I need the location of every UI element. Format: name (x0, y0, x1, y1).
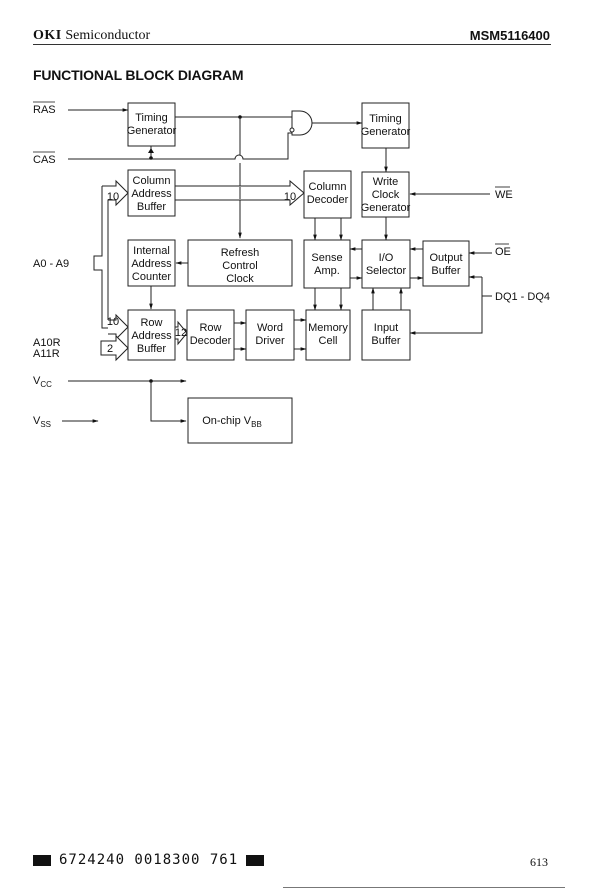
bus-width-label: 10 (107, 316, 119, 328)
block-label: Clock (226, 273, 254, 285)
block-label: Buffer (137, 201, 166, 213)
block-label: Amp. (314, 265, 340, 277)
and-gate (291, 110, 313, 136)
wire-address-bus-outer (93, 186, 112, 329)
block-label: Buffer (431, 265, 460, 277)
block-column-decoder: Column Decoder (303, 170, 352, 219)
page-title: FUNCTIONAL BLOCK DIAGRAM (33, 67, 244, 83)
signal-we: WE (495, 189, 513, 201)
block-label: Row (199, 322, 221, 334)
block-label: Generator (361, 202, 411, 214)
block-label: Address (131, 258, 172, 270)
block-label: Address (131, 330, 172, 342)
block-input-buffer: Input Buffer (361, 309, 411, 361)
signal-cas: CAS (33, 154, 56, 166)
block-label: I/O (379, 252, 394, 264)
block-word-driver: Word Driver (245, 309, 295, 361)
block-label: Timing (135, 112, 168, 124)
block-label: Clock (372, 189, 400, 201)
block-label: Decoder (190, 335, 232, 347)
block-label: Column (133, 175, 171, 187)
vbb-label: On-chip V (202, 415, 252, 427)
footer-rule (283, 887, 565, 888)
vss-label: V (33, 415, 41, 427)
signal-oe: OE (495, 246, 511, 258)
brand-logo: OKI (33, 28, 62, 43)
junction-dot (149, 156, 153, 160)
vcc-subscript: CC (40, 380, 52, 389)
brand-suffix: Semiconductor (65, 28, 151, 43)
block-write-clock-generator: Write Clock Generator (361, 171, 411, 218)
signal-a11r: A11R (33, 348, 60, 360)
bus-width-label: 10 (107, 191, 119, 203)
block-label: Buffer (371, 335, 400, 347)
block-label: Input (374, 322, 398, 334)
signal-dq: DQ1 - DQ4 (495, 291, 550, 303)
block-refresh-control-clock: Refresh Control Clock (187, 239, 293, 287)
block-label: Control (222, 260, 257, 272)
block-label: Cell (319, 335, 338, 347)
block-label: Internal (133, 245, 170, 257)
block-label: Column (309, 181, 347, 193)
inverter-bubble (289, 127, 295, 133)
block-label: On-chip VBB (202, 415, 262, 429)
block-label: Output (429, 252, 462, 264)
block-internal-address-counter: Internal Address Counter (127, 239, 176, 287)
block-label: Row (140, 317, 162, 329)
barcode-block-right (246, 854, 265, 866)
arrow-up (148, 148, 154, 153)
bus-width-label: 10 (284, 191, 296, 203)
signal-vcc: VCC (33, 375, 52, 389)
signal-ras: RAS (33, 104, 56, 116)
block-label: Selector (366, 265, 407, 277)
barcode-block-left (33, 854, 51, 866)
footer-barcode: 6724240 0018300 761 (33, 852, 265, 868)
block-timing-generator-1: Timing Generator (127, 102, 177, 147)
block-label: Memory (308, 322, 348, 334)
vss-subscript: SS (40, 420, 51, 429)
block-sense-amp: Sense Amp. (303, 239, 351, 289)
signal-a10r: A10R (33, 337, 61, 349)
block-label: Decoder (307, 194, 349, 206)
block-label: Sense (311, 252, 342, 264)
block-label: Buffer (137, 343, 166, 355)
block-label: Timing (369, 113, 402, 125)
bus-width-label: 2 (107, 343, 113, 355)
page-number: 613 (530, 855, 548, 869)
part-number: MSM5116400 (469, 28, 550, 43)
block-label: Refresh (221, 247, 260, 259)
block-memory-cell: Memory Cell (305, 309, 351, 361)
block-label: Word (257, 322, 283, 334)
header-rule (33, 44, 551, 45)
wire-cas (68, 132, 292, 160)
block-label: Counter (132, 271, 171, 283)
block-output-buffer: Output Buffer (422, 240, 470, 287)
block-label: Write (373, 176, 398, 188)
signal-vss: VSS (33, 415, 51, 429)
vcc-label: V (33, 375, 41, 387)
block-row-decoder: Row Decoder (186, 309, 235, 361)
header-brand: OKI Semiconductor (33, 27, 150, 44)
block-label: Generator (127, 125, 177, 137)
wire-vcc-vbb (150, 381, 187, 423)
block-label: Driver (255, 335, 285, 347)
barcode-text: 6724240 0018300 761 (59, 852, 239, 868)
signal-address: A0 - A9 (33, 258, 69, 270)
block-timing-generator-2: Timing Generator (361, 102, 411, 149)
block-row-address-buffer: Row Address Buffer (127, 309, 176, 361)
bus-width-label: 12 (175, 327, 187, 339)
block-label: Address (131, 188, 172, 200)
block-column-address-buffer: Column Address Buffer (127, 169, 176, 217)
bus-row-upper-in (100, 334, 129, 362)
block-onchip-vbb: On-chip VBB (187, 397, 293, 444)
block-label: Generator (361, 126, 411, 138)
vbb-subscript: BB (251, 420, 262, 429)
block-io-selector: I/O Selector (361, 239, 411, 289)
